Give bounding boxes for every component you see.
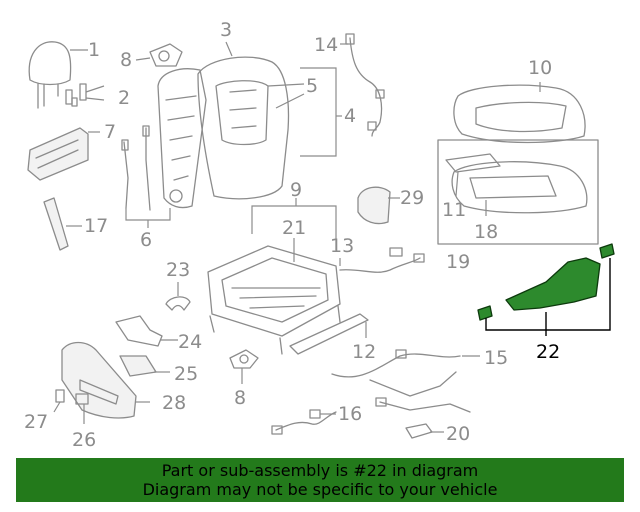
guide-pins-part: [65, 83, 87, 107]
motor-upper-part: [149, 43, 183, 67]
cushion-pad-part: [451, 161, 588, 214]
cushion-pad-kit-box: [437, 139, 599, 245]
motor-lower-part: [229, 349, 259, 369]
seatback-frame-part: [157, 68, 207, 209]
callout-15: 15: [484, 347, 508, 369]
callout-5: 5: [306, 75, 318, 97]
callout-18: 18: [474, 221, 498, 243]
callout-3: 3: [220, 19, 232, 41]
callout-8b: 8: [234, 387, 246, 409]
highlighted-part-22: [477, 243, 615, 321]
cushion-sensor-part: [445, 153, 501, 173]
seatback-cover-part: [197, 56, 290, 200]
seat-frame-part: [207, 245, 341, 355]
callout-25: 25: [174, 363, 198, 385]
callout-2: 2: [118, 87, 130, 109]
callout-24: 24: [178, 331, 202, 353]
lower-bracket-part: [115, 315, 163, 347]
callout-27: 27: [24, 411, 48, 433]
lever-part: [75, 393, 89, 405]
info-banner: Part or sub-assembly is #22 in diagram D…: [16, 458, 624, 502]
callout-21: 21: [282, 217, 306, 239]
callout-10: 10: [528, 57, 552, 79]
trim-strip-part: [43, 197, 69, 251]
callout-29: 29: [400, 187, 424, 209]
side-trim-part: [27, 127, 89, 181]
banner-line-2: Diagram may not be specific to your vehi…: [142, 480, 498, 499]
callout-23: 23: [166, 259, 190, 281]
side-shield-part: [61, 341, 137, 419]
callout-6: 6: [140, 229, 152, 251]
wire-harness-part: [271, 409, 337, 435]
banner-line-1: Part or sub-assembly is #22 in diagram: [161, 461, 479, 480]
side-cover-part: [357, 186, 391, 225]
callout-28: 28: [162, 392, 186, 414]
callout-22: 22: [536, 341, 560, 363]
seat-harness-part: [339, 247, 425, 273]
callout-9: 9: [290, 179, 302, 201]
headrest-part: [28, 41, 72, 109]
seatback-harness-part: [345, 33, 385, 137]
callout-1: 1: [88, 39, 100, 61]
callout-16: 16: [338, 403, 362, 425]
rail-trim-part: [289, 313, 369, 355]
callout-14: 14: [314, 34, 338, 56]
lower-harness-part: [331, 349, 471, 413]
clip-part: [405, 423, 433, 439]
callout-8a: 8: [120, 49, 132, 71]
callout-19: 19: [446, 251, 470, 273]
knob-part: [55, 389, 65, 403]
seat-exploded-view: 1 2 7 17 8 3 5 4: [24, 19, 615, 451]
bracket-part: [165, 296, 191, 311]
callout-26: 26: [72, 429, 96, 451]
callout-7: 7: [104, 121, 116, 143]
seat-cushion-part: [453, 84, 586, 144]
callout-20: 20: [446, 423, 470, 445]
callout-13: 13: [330, 235, 354, 257]
callout-17: 17: [84, 215, 108, 237]
callout-12: 12: [352, 341, 376, 363]
callout-11: 11: [442, 199, 466, 221]
harness-clips-part: [121, 125, 151, 211]
switch-part: [119, 355, 157, 377]
callout-4: 4: [344, 105, 356, 127]
